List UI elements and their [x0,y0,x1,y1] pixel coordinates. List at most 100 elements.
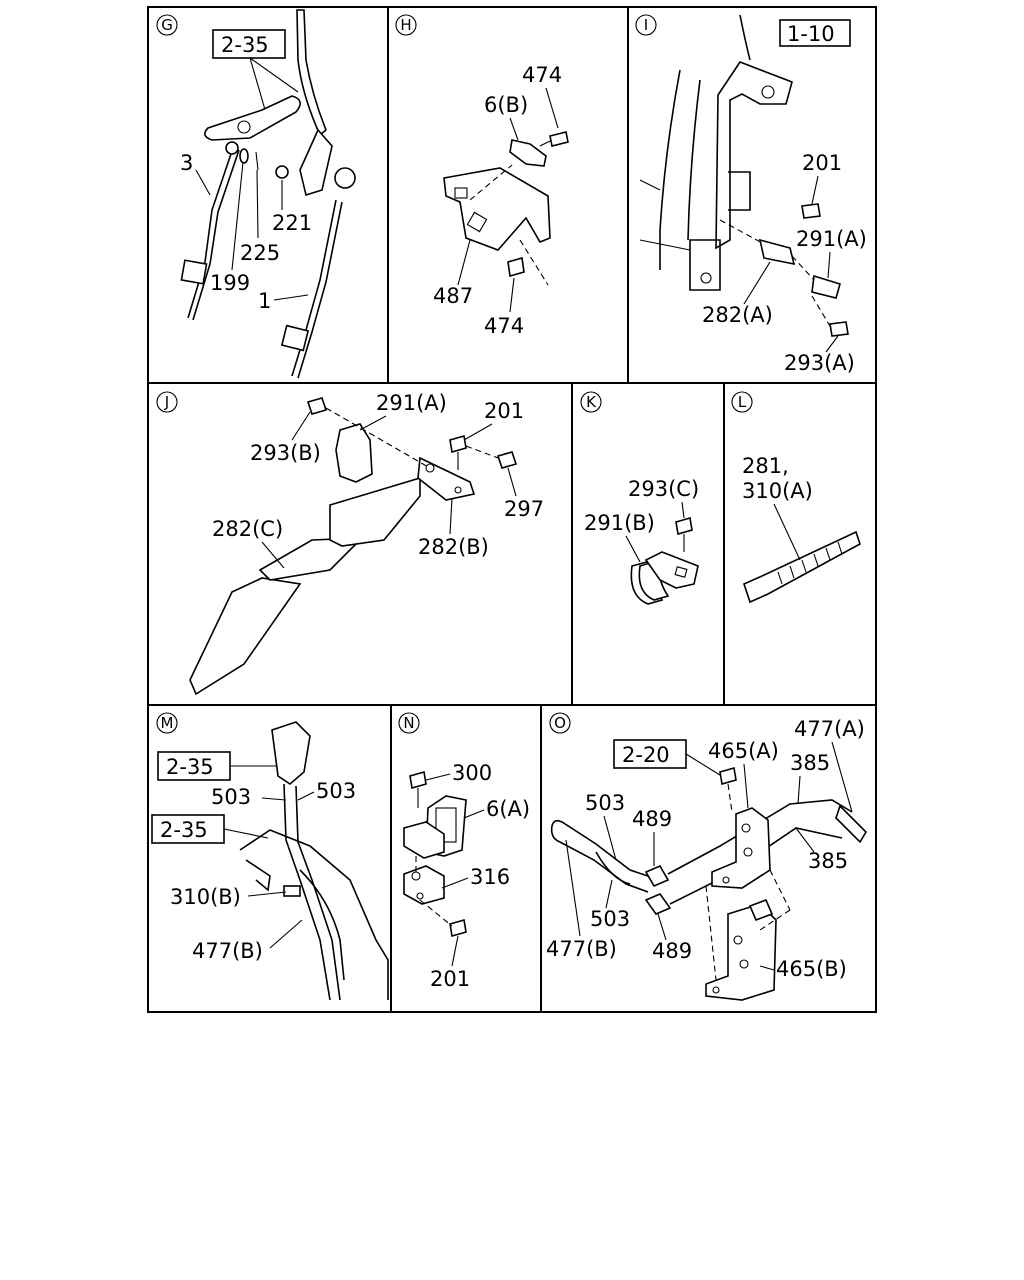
hose-503-lower [595,851,631,885]
shift-cable [283,783,331,1001]
cable-1-end-fitting [280,324,310,352]
label-225: 225 [240,241,280,265]
clip-291a [811,274,841,299]
panel-g-marker: G [156,14,178,36]
bolt-293b [306,397,328,415]
label-474-top: 474 [522,63,562,87]
cable-3-end-fitting [180,259,208,285]
label-489-upper: 489 [632,807,672,831]
panel-k: K 293(C) 291(B) [580,391,699,605]
panel-l-marker: L [731,391,753,413]
clip-6b [509,139,547,167]
panel-g: G 2-35 3 199 225 221 1 [156,9,356,379]
label-282b: 282(B) [418,535,489,559]
bolt-465a [719,766,737,786]
bolt-201-n [449,918,467,938]
label-221: 221 [272,211,312,235]
label-291a: 291(A) [796,227,867,251]
label-310b: 310(B) [170,885,241,909]
panel-i-letter: I [644,16,648,34]
panel-n-letter: N [403,714,414,732]
label-293a: 293(A) [784,351,855,375]
bracket-282b [417,456,476,501]
frame-bracket [715,61,793,250]
label-310a: 310(A) [742,479,813,503]
panel-m-marker: M [156,712,178,734]
bracket-316 [403,865,445,905]
bolt-474-bottom [507,256,525,278]
panel-n: N 300 6(A) 316 201 [398,712,530,991]
label-503-upper: 503 [585,791,625,815]
panel-k-marker: K [580,391,602,413]
washer-199 [239,148,249,164]
ref-label-m-1: 2-35 [166,755,214,779]
elbow-489-bottom [644,893,672,915]
panel-j-marker: J [156,391,178,413]
bolt-293a [829,321,849,337]
elbow-489-top [644,864,670,888]
control-cable-3 [187,147,234,319]
label-385-upper: 385 [790,751,830,775]
mud-flap [189,577,302,696]
label-465a: 465(A) [708,739,779,763]
panel-o-marker: O [549,712,571,734]
label-477a: 477(A) [794,717,865,741]
lever-bracket [299,128,333,197]
panel-h-marker: H [395,14,417,36]
label-291b: 291(B) [584,511,655,535]
panel-g-letter: G [161,16,173,34]
ref-box-i [779,19,851,47]
panel-h-letter: H [400,16,411,34]
frame-rail-outer [659,69,681,270]
nut-297 [496,451,518,469]
ref-label-g: 2-35 [221,33,269,57]
panel-l: L 281, 310(A) [731,391,861,604]
label-297: 297 [504,497,544,521]
console-housing [239,829,389,1000]
label-293c: 293(C) [628,477,699,501]
panel-grid [147,6,877,1013]
label-201-j: 201 [484,399,524,423]
panel-i: I 1-10 201 291(A) 282(A) 293(A) [635,14,867,375]
label-201-n: 201 [430,967,470,991]
panel-m-letter: M [161,714,174,732]
label-199: 199 [210,271,250,295]
label-201: 201 [802,151,842,175]
label-487: 487 [433,284,473,308]
shift-lever-arm [204,95,301,141]
ref-label-m-2: 2-35 [160,818,208,842]
panel-k-letter: K [586,393,597,411]
label-1: 1 [258,289,271,313]
pipe-385-upper [667,799,853,875]
panel-h: H 474 6(B) 487 474 [395,14,569,338]
panel-j: J 291(A) 201 293(B) 297 282(C) 282(B) [156,391,544,696]
cable-tie-310b [283,885,301,897]
label-503-lower: 503 [590,907,630,931]
hose-477b [551,819,655,879]
label-503-left: 503 [211,785,251,809]
clip-291b-tab [644,551,699,589]
label-385-lower: 385 [808,849,848,873]
cable-tie [743,530,861,604]
label-282c: 282(C) [212,517,283,541]
bolt-201 [801,203,821,219]
label-300: 300 [452,761,492,785]
bracket-316-top [403,821,445,859]
label-282a: 282(A) [702,303,773,327]
flap-bracket-282c [258,537,365,581]
ref-label-i: 1-10 [787,22,835,46]
bolt-293c [675,516,693,536]
frame-mount [689,239,721,291]
panel-j-letter: J [164,393,169,411]
label-316: 316 [470,865,510,889]
label-465b: 465(B) [776,957,847,981]
pin-225 [255,151,259,171]
label-6b: 6(B) [484,93,528,117]
label-489-lower: 489 [652,939,692,963]
bracket-282b-arm [329,476,421,547]
control-cable-1 [291,199,337,377]
label-6a: 6(A) [486,797,530,821]
label-293b: 293(B) [250,441,321,465]
ref-label-o: 2-20 [622,743,670,767]
